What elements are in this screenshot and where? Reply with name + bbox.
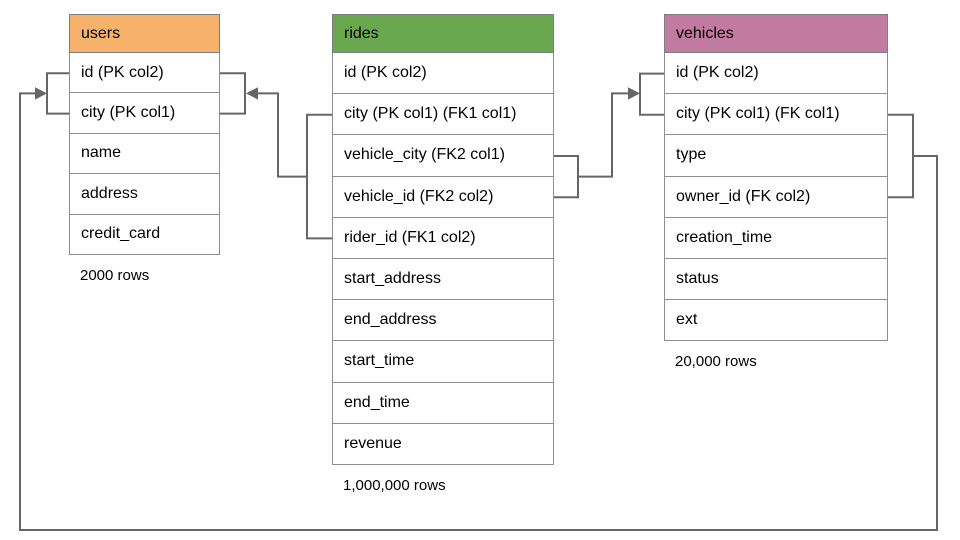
table-row: creation_time — [664, 217, 888, 259]
vehicles-fk-bracket-right — [888, 113, 914, 199]
table-row: end_address — [332, 300, 554, 342]
table-row: type — [664, 135, 888, 177]
table-row: revenue — [332, 423, 554, 465]
vehicles-to-users-wire — [19, 92, 938, 531]
users-pk-bracket-left — [46, 72, 69, 115]
table-header-users: users — [69, 14, 220, 53]
rides-to-vehicles-wire — [578, 92, 628, 178]
table-row: city (PK col1) — [69, 93, 220, 134]
rides-to-users-wire — [258, 92, 307, 178]
table-row: owner_id (FK col2) — [664, 176, 888, 218]
table-row: credit_card — [69, 214, 220, 255]
table-row: ext — [664, 300, 888, 342]
table-row: vehicle_city (FK2 col1) — [332, 135, 554, 177]
table-row: start_time — [332, 341, 554, 383]
arrowhead-right-icon — [35, 87, 47, 100]
vehicles-pk-bracket-left — [639, 72, 664, 116]
relationship-rides-vehicles — [554, 72, 664, 199]
table-row: city (PK col1) (FK col1) — [664, 94, 888, 136]
table-row: name — [69, 133, 220, 175]
users-pk-bracket-right — [220, 72, 246, 115]
table-header-vehicles: vehicles — [664, 14, 888, 53]
row-count-label: 20,000 rows — [675, 353, 757, 371]
arrowhead-left-icon — [246, 87, 258, 100]
relationship-vehicles-users — [19, 72, 938, 531]
table-row: address — [69, 174, 220, 215]
table-row: id (PK col2) — [332, 53, 554, 95]
relationship-rides-users — [220, 72, 332, 240]
table-row: city (PK col1) (FK1 col1) — [332, 94, 554, 136]
row-count-label: 1,000,000 rows — [343, 476, 446, 494]
table-row: id (PK col2) — [664, 53, 888, 95]
table-row: start_address — [332, 258, 554, 301]
table-row: rider_id (FK1 col2) — [332, 217, 554, 259]
arrowhead-right-icon — [628, 87, 640, 100]
row-count-label: 2000 rows — [80, 266, 150, 284]
table-row: vehicle_id (FK2 col2) — [332, 176, 554, 218]
table-row: status — [664, 258, 888, 301]
table-row: id (PK col2) — [69, 53, 220, 94]
rides-fk2-bracket-right — [554, 155, 579, 199]
table-row: end_time — [332, 382, 554, 424]
rides-fk1-bracket-left — [306, 113, 332, 240]
table-header-rides: rides — [332, 14, 554, 53]
